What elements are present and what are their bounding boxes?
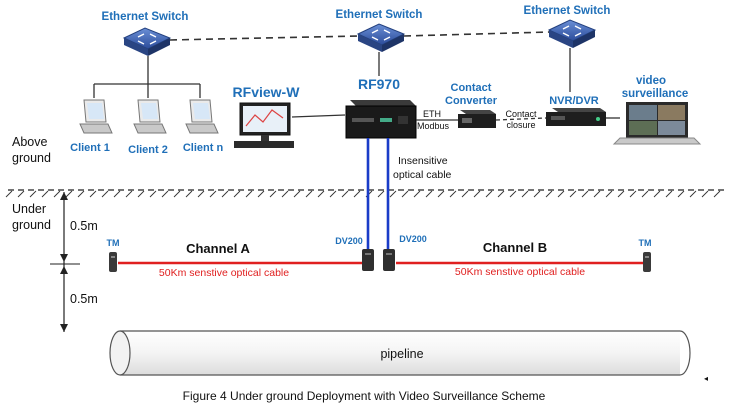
client-n-laptop-icon (185, 99, 219, 134)
video-label-line2: surveillance (622, 88, 688, 100)
depth-arrow-top (60, 192, 68, 200)
switch-left-icon (122, 27, 172, 56)
switch-middle-label: Ethernet Switch (336, 9, 423, 21)
rf970-label: RF970 (358, 76, 400, 92)
channel-b-label: Channel B (483, 240, 547, 255)
video-label-line1: video (636, 75, 666, 87)
depth-arrow-mid-down (60, 266, 68, 274)
switch-middle-icon (356, 23, 406, 52)
dv200-left-label: DV200 (335, 236, 363, 246)
depth-1-label: 0.5m (70, 219, 98, 233)
above-ground-line2: ground (12, 151, 51, 165)
rfview-monitor-icon (234, 102, 294, 148)
depth-arrow-mid-up (60, 254, 68, 262)
insensitive-cable-line2: optical cable (393, 169, 452, 181)
depth-2-label: 0.5m (70, 292, 98, 306)
client-1-laptop-icon (79, 99, 113, 134)
client-n-label: Client n (183, 142, 224, 154)
nvr-label: NVR/DVR (549, 95, 599, 107)
contact-closure-line2: closure (506, 120, 535, 130)
pipeline-label: pipeline (380, 347, 423, 361)
tm-left-label: TM (107, 238, 120, 248)
eth-label: ETH (423, 109, 441, 119)
network-dashed-link-right (403, 31, 551, 37)
switch-right-icon (547, 19, 597, 48)
insensitive-cable-line1: Insensitive (398, 155, 448, 167)
tm-right-label: TM (639, 238, 652, 248)
switch-right-label: Ethernet Switch (524, 5, 611, 17)
converter-device-icon (458, 110, 496, 128)
rf970-device-icon (345, 100, 417, 139)
cable-b-label: 50Km senstive optical cable (455, 266, 585, 278)
tm-right-icon (643, 252, 651, 272)
client-2-laptop-icon (133, 99, 167, 134)
channel-a-label: Channel A (186, 241, 250, 256)
converter-label-line1: Contact (451, 82, 492, 94)
scroll-marker: ◂ (704, 374, 708, 383)
figure-caption: Figure 4 Under ground Deployment with Vi… (183, 389, 546, 403)
dv200-right-icon (383, 249, 395, 271)
tm-left-icon (109, 252, 117, 272)
under-ground-line2: ground (12, 218, 51, 232)
network-dashed-link-left (169, 35, 359, 41)
dv200-right-label: DV200 (399, 234, 427, 244)
ground-hatching (5, 190, 721, 198)
converter-label-line2: Converter (445, 95, 498, 107)
client-1-label: Client 1 (70, 142, 110, 154)
cable-a-label: 50Km senstive optical cable (159, 267, 289, 279)
depth-arrow-bottom (60, 324, 68, 332)
converter-to-nvr-link (495, 117, 547, 121)
video-laptop-icon (612, 102, 702, 145)
rfview-to-rf970-link (291, 114, 346, 118)
above-ground-line1: Above (12, 135, 47, 149)
modbus-label: Modbus (417, 121, 450, 131)
rfview-label: RFview-W (233, 84, 301, 100)
dv200-left-icon (362, 249, 374, 271)
contact-closure-line1: Contact (505, 109, 537, 119)
under-ground-line1: Under (12, 202, 46, 216)
switch-left-label: Ethernet Switch (102, 11, 189, 23)
nvr-device-icon (546, 108, 606, 126)
client-2-label: Client 2 (128, 144, 168, 156)
pipeline-shape (109, 330, 691, 376)
